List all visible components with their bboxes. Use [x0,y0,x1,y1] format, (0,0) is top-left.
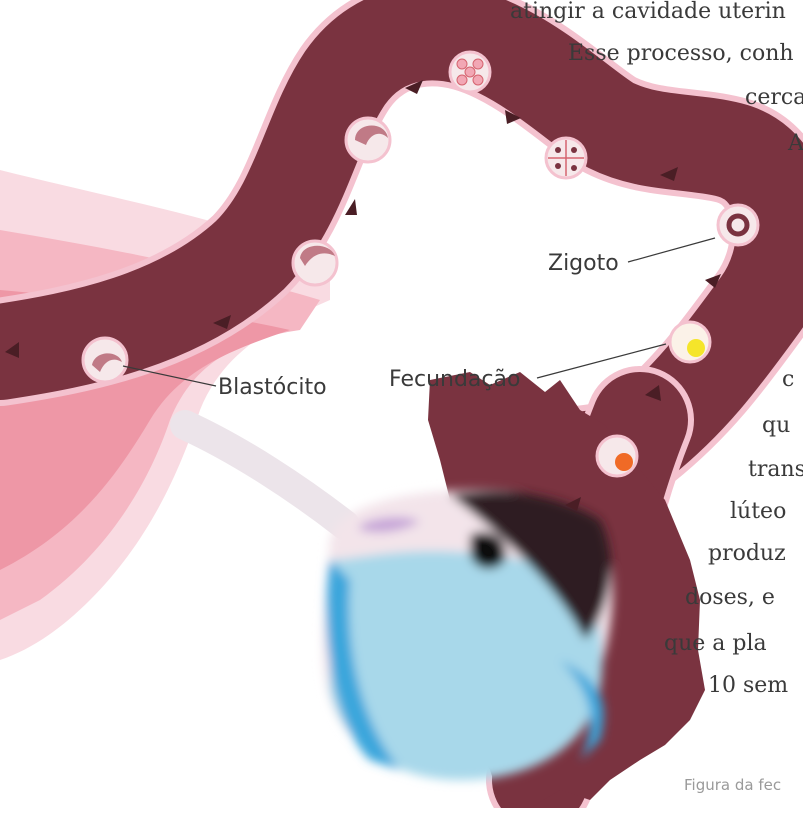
ovary [323,490,613,780]
four-cell-stage [546,138,586,178]
body-text-line-6: qu [762,413,790,438]
body-text-line-12: 10 sem [708,673,788,698]
body-text-line-2: Esse processo, conh [568,41,794,66]
body-text-line-10: doses, e [685,585,775,610]
blastocyst-cell-1 [346,118,390,162]
morula-cell [450,52,490,92]
body-text-line-5: c [782,367,794,392]
blastocyst-cell-2 [293,241,337,285]
figure-caption: Figura da fec [684,776,781,794]
oocyte [597,436,637,476]
ovarian-ligament [185,425,345,525]
zygote-cell [718,205,758,245]
fertilization-egg [670,322,710,362]
body-text-line-8: lúteo [730,499,786,524]
body-text-line-3: cerca [745,85,803,110]
body-text-line-7: trans [748,457,803,482]
body-text-line-1: atingir a cavidade uterin [510,0,786,24]
body-text-line-9: produz [708,541,786,566]
body-text-line-11: que a pla [664,631,767,656]
blastocyst-cell-3 [83,338,127,382]
label-fecundacao: Fecundação [389,367,520,392]
body-text-line-4: A [787,131,803,156]
label-blastocito: Blastócito [218,375,327,400]
label-zigoto: Zigoto [548,251,619,276]
